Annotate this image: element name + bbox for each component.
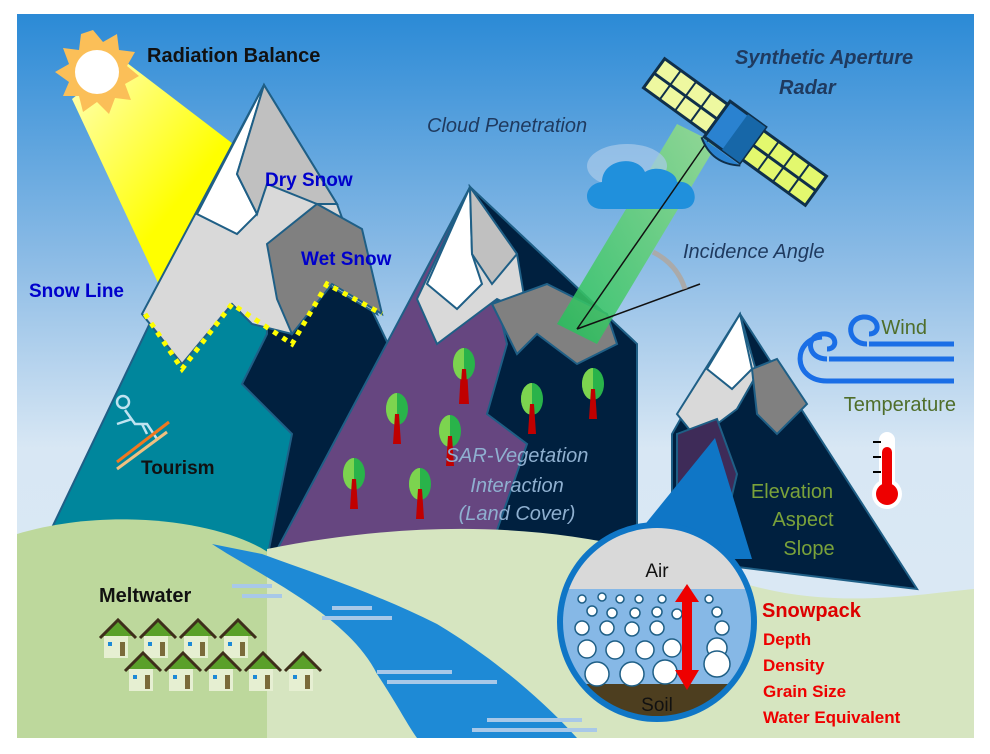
snowpack-prop-grain-size: Grain Size xyxy=(763,682,846,701)
soil-label: Soil xyxy=(641,695,673,716)
house-icon xyxy=(98,617,323,691)
terrain-label-line1: Elevation xyxy=(751,481,833,503)
air-label: Air xyxy=(645,561,669,582)
snow-line-label: Snow Line xyxy=(29,281,124,302)
temperature-label: Temperature xyxy=(844,394,956,416)
wind-label: Wind xyxy=(881,317,927,339)
radar-beam xyxy=(557,124,717,344)
wet-snow-label: Wet Snow xyxy=(301,249,392,270)
snow-line xyxy=(142,280,384,374)
veg-label-line1: SAR-Vegetation xyxy=(446,445,589,467)
incidence-angle-arc xyxy=(651,249,688,290)
sar-title-line2: Radar xyxy=(779,77,837,99)
snowpack-title: Snowpack xyxy=(762,600,862,622)
thermometer-icon xyxy=(872,432,902,509)
snowpack-prop-swe: Water Equivalent xyxy=(763,708,901,727)
sunlight-beam xyxy=(72,59,292,334)
terrain-label-line2: Aspect xyxy=(772,509,834,531)
river xyxy=(212,544,577,738)
diagram-canvas: Air Soil xyxy=(17,14,974,738)
incidence-angle-label: Incidence Angle xyxy=(683,241,825,263)
veg-label-line2: Interaction xyxy=(470,475,563,497)
snowpack-prop-density: Density xyxy=(763,656,825,675)
tourism-label: Tourism xyxy=(141,458,215,479)
tree-icon xyxy=(343,348,604,519)
wind-icon xyxy=(797,314,954,384)
dry-snow-label: Dry Snow xyxy=(265,170,353,191)
terrain-label-line3: Slope xyxy=(783,538,834,560)
meltwater-label: Meltwater xyxy=(99,585,191,607)
snowpack-prop-depth: Depth xyxy=(763,630,811,649)
veg-label-line3: (Land Cover) xyxy=(459,503,576,525)
cloud-penetration-label: Cloud Penetration xyxy=(427,115,587,137)
radiation-balance-label: Radiation Balance xyxy=(147,45,320,67)
radar-look-line xyxy=(576,138,710,330)
river-ripples xyxy=(232,584,597,732)
sun-icon xyxy=(55,30,139,114)
depth-arrow xyxy=(675,584,699,690)
surface-normal-line xyxy=(576,283,701,330)
skier-icon xyxy=(115,394,170,471)
mountain-center xyxy=(270,183,638,560)
sar-title-line1: Synthetic Aperture xyxy=(735,47,913,69)
